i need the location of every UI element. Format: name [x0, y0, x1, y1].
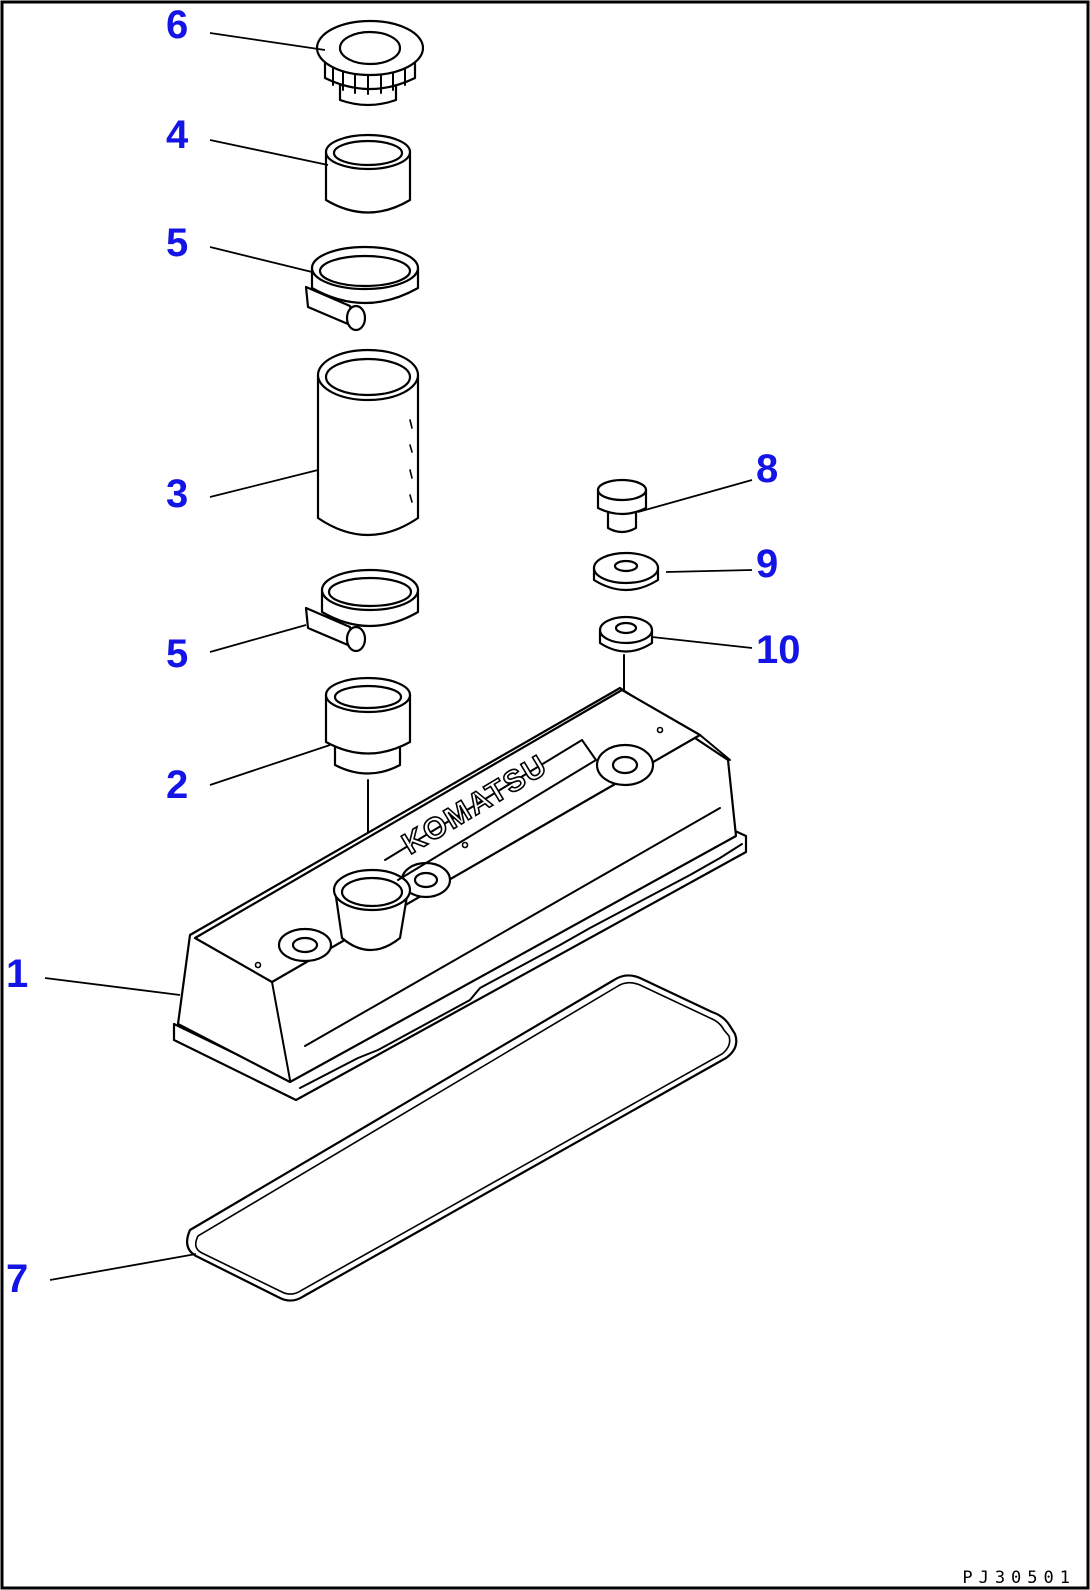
- callout-5-upper: 5: [166, 221, 188, 265]
- callout-4: 4: [166, 113, 189, 157]
- spout-part-2: [324, 676, 412, 775]
- leader-7: [49, 1253, 197, 1281]
- leader-2: [209, 744, 331, 786]
- washer-part-9: [592, 551, 660, 591]
- drawing-code: PJ30501: [962, 1568, 1076, 1588]
- callout-6: 6: [166, 3, 188, 47]
- hose-clamp-part-5-lower: [304, 568, 420, 653]
- leader-9: [665, 569, 753, 573]
- leader-6: [209, 32, 326, 51]
- bolt-part-8: [596, 478, 648, 534]
- leader-4: [209, 139, 329, 166]
- leader-1: [44, 977, 181, 996]
- hose-clamp-part-5-upper: [304, 245, 420, 332]
- callout-7: 7: [6, 1257, 28, 1301]
- callout-9: 9: [756, 542, 778, 586]
- callout-10: 10: [756, 628, 801, 672]
- filler-cap-part-6: [315, 19, 425, 107]
- callout-8: 8: [756, 447, 778, 491]
- callout-3: 3: [166, 472, 188, 516]
- leader-5-lower: [209, 624, 307, 653]
- callout-2: 2: [166, 763, 188, 807]
- leader-3: [209, 469, 319, 498]
- sleeve-part-4: [324, 133, 412, 214]
- hose-part-3: [316, 348, 420, 536]
- callout-1: 1: [6, 952, 28, 996]
- gasket-part-7: [185, 974, 738, 1302]
- callout-5-lower: 5: [166, 632, 188, 676]
- leader-5-upper: [209, 246, 313, 273]
- leader-8: [637, 479, 753, 513]
- leader-10: [651, 636, 753, 649]
- seal-washer-part-10: [598, 615, 654, 653]
